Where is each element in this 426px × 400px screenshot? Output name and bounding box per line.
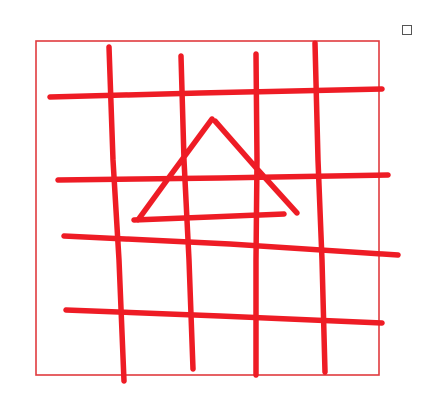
vertical-stroke-4: [312, 40, 328, 375]
horizontal-stroke-4: [63, 307, 385, 326]
horizontal-stroke-3: [61, 233, 401, 258]
frame-rectangle: [35, 40, 380, 376]
vertical-stroke-2: [178, 53, 196, 372]
triangle-right-side: [212, 118, 300, 216]
horizontal-stroke-1: [47, 86, 385, 100]
triangle-base: [131, 211, 287, 223]
horizontal-stroke-2: [55, 172, 391, 183]
vertical-stroke-1: [106, 44, 127, 384]
empty-checkbox-icon[interactable]: [402, 25, 412, 35]
triangle-left-side: [135, 116, 215, 223]
